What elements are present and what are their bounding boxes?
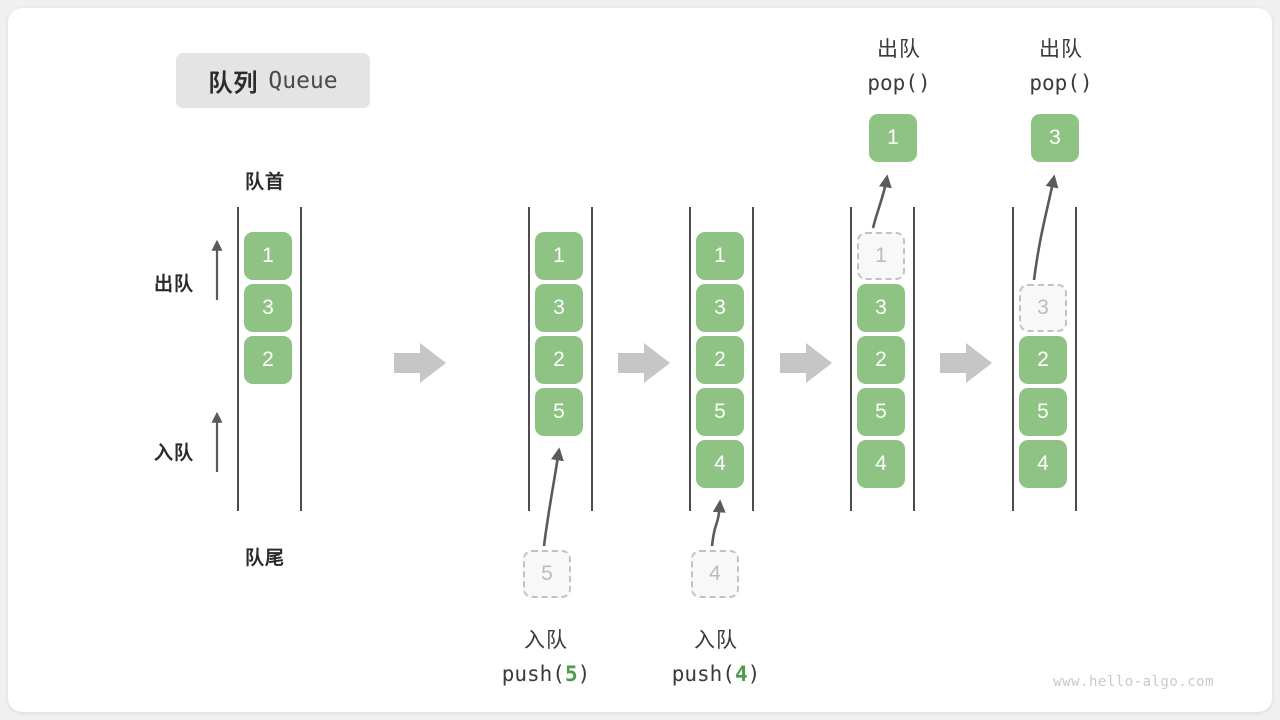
cell-state-1-1: 3: [535, 284, 583, 332]
cell-state-0-1: 3: [244, 284, 292, 332]
title-chinese: 队列: [208, 70, 259, 97]
pop-2-code: pop(): [1029, 70, 1093, 95]
cell-state-3-0: 3: [857, 284, 905, 332]
cell-state-2-0: 1: [696, 232, 744, 280]
transition-arrow-3: [780, 343, 832, 383]
push-4-fn-close: ): [747, 661, 761, 686]
rail-left-state-3: [850, 207, 852, 511]
cell-state-4-0: 2: [1019, 336, 1067, 384]
cell-state-4-1: 5: [1019, 388, 1067, 436]
diagram-card: 队列 Queue 队首 队尾 出队 入队 入队 push(5) 入队 push(…: [8, 8, 1272, 712]
pop-2-arrow: [1032, 174, 1059, 281]
push-4-arrow: [710, 499, 726, 547]
title-badge: 队列 Queue: [176, 53, 370, 108]
cell-state-0-2: 2: [244, 336, 292, 384]
cell-state-1-0: 1: [535, 232, 583, 280]
operation-pop-1: 出队 pop(): [816, 34, 982, 99]
pop-1-chinese: 出队: [877, 38, 921, 61]
dequeue-direction-label: 出队: [154, 274, 195, 295]
rail-right-state-1: [591, 207, 593, 511]
push-4-chinese: 入队: [694, 629, 738, 652]
popped-cell-3: 3: [1031, 114, 1079, 162]
transition-arrow-1: [394, 343, 446, 383]
cell-state-1-3: 5: [535, 388, 583, 436]
cell-state-2-1: 3: [696, 284, 744, 332]
queue-tail-label: 队尾: [245, 548, 286, 569]
rail-left-state-4: [1012, 207, 1014, 511]
rail-right-state-0: [300, 207, 302, 511]
push-5-fn-open: push(: [501, 661, 565, 686]
transition-arrow-4: [940, 343, 992, 383]
rail-left-state-2: [689, 207, 691, 511]
enqueue-direction-label: 入队: [154, 443, 195, 464]
cell-state-2-2: 2: [696, 336, 744, 384]
cell-state-2-3: 5: [696, 388, 744, 436]
queue-head-label: 队首: [245, 172, 286, 193]
push-5-chinese: 入队: [524, 629, 568, 652]
incoming-cell-4: 4: [691, 550, 739, 598]
transition-arrow-2: [618, 343, 670, 383]
cell-state-1-2: 2: [535, 336, 583, 384]
rail-right-state-4: [1075, 207, 1077, 511]
cell-state-3-1: 2: [857, 336, 905, 384]
push-4-arg: 4: [734, 661, 748, 686]
cell-state-3-3: 4: [857, 440, 905, 488]
pop-1-code: pop(): [867, 70, 931, 95]
watermark: www.hello-algo.com: [1053, 674, 1214, 690]
popped-cell-1: 1: [869, 114, 917, 162]
rail-right-state-3: [913, 207, 915, 511]
cell-state-4-2: 4: [1019, 440, 1067, 488]
rail-right-state-2: [752, 207, 754, 511]
push-5-arg: 5: [564, 661, 578, 686]
title-english: Queue: [268, 67, 338, 94]
push-4-fn-open: push(: [671, 661, 735, 686]
push-5-arrow: [542, 447, 564, 547]
outgoing-ghost-1: 1: [857, 232, 905, 280]
operation-push-4: 入队 push(4): [636, 625, 796, 690]
operation-pop-2: 出队 pop(): [978, 34, 1144, 99]
push-5-fn-close: ): [577, 661, 591, 686]
cell-state-0-0: 1: [244, 232, 292, 280]
outgoing-ghost-3: 3: [1019, 284, 1067, 332]
cell-state-3-2: 5: [857, 388, 905, 436]
pop-1-arrow: [871, 174, 892, 229]
push-5-code: push(5): [466, 658, 626, 691]
incoming-cell-5: 5: [523, 550, 571, 598]
operation-push-5: 入队 push(5): [466, 625, 626, 690]
rail-left-state-0: [237, 207, 239, 511]
cell-state-2-4: 4: [696, 440, 744, 488]
pop-2-chinese: 出队: [1039, 38, 1083, 61]
arrow-overlay: [211, 174, 1059, 547]
rail-left-state-1: [528, 207, 530, 511]
push-4-code: push(4): [636, 658, 796, 691]
